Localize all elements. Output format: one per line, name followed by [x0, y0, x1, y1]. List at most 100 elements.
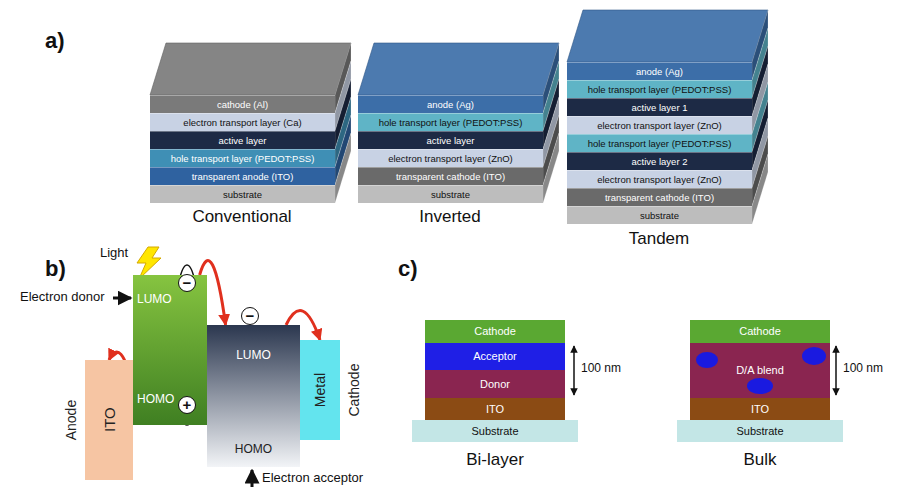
layer-band: anode (Ag)	[567, 62, 752, 80]
layer-band: active layer	[150, 131, 335, 149]
layer-band: transparent anode (ITO)	[150, 167, 335, 185]
node-label: hole transport layer (PEDOT:PSS)	[588, 85, 732, 96]
slab-top-face	[567, 10, 768, 62]
node-label: cathode (Al)	[217, 100, 268, 111]
slab-side-face	[543, 133, 559, 203]
light-label: Light	[100, 246, 128, 261]
node-label: anode (Ag)	[636, 67, 683, 78]
node-label: hole transport layer (PEDOT:PSS)	[588, 139, 732, 150]
layer-band: active layer	[358, 131, 543, 149]
node-label: active layer	[218, 136, 266, 147]
node-label: D/A blend	[736, 364, 784, 377]
slab-side-face	[335, 133, 351, 203]
node-label: active layer 2	[632, 157, 688, 168]
charge-symbol: −	[241, 307, 259, 325]
node-label: hole transport layer (PEDOT:PSS)	[171, 154, 315, 165]
node-label: HOMO	[235, 443, 272, 457]
acceptor-level-box: LUMO HOMO	[207, 325, 300, 467]
layer-band: active layer 2	[567, 152, 752, 170]
node-label: electron transport layer (ZnO)	[597, 175, 722, 186]
layer-band: electron transport layer (ZnO)	[358, 149, 543, 167]
node-label: electron transport layer (Ca)	[183, 118, 301, 129]
acceptor-domain	[696, 352, 718, 368]
node-label: LUMO	[137, 293, 172, 307]
node-label: HOMO	[137, 393, 174, 407]
node-label: LUMO	[236, 349, 271, 363]
pointer-arrow	[113, 297, 131, 300]
dimension-label: 100 nm	[843, 362, 883, 376]
node-label: substrate	[640, 211, 679, 222]
layer-band: transparent cathode (ITO)	[358, 167, 543, 185]
node-label: transparent cathode (ITO)	[396, 172, 505, 183]
layer-band: hole transport layer (PEDOT:PSS)	[150, 149, 335, 167]
node-label: substrate	[431, 190, 470, 201]
rotated-label: Metal	[312, 373, 328, 407]
charge-symbol: −	[178, 274, 196, 292]
rotated-label: Anode	[63, 400, 79, 440]
device-layer: Cathode	[690, 320, 830, 343]
node-label: Acceptor	[473, 350, 516, 363]
donor-level-box: LUMO HOMO	[133, 275, 207, 425]
node-label: anode (Ag)	[427, 100, 474, 111]
layer-band: substrate	[150, 185, 335, 203]
layer-band: anode (Ag)	[358, 95, 543, 113]
node-label: ITO	[751, 403, 769, 416]
thickness-arrow	[573, 346, 575, 395]
layer-band: active layer 1	[567, 98, 752, 116]
node-label: Donor	[480, 378, 510, 391]
node-label: Cathode	[474, 325, 516, 338]
device-layer: ITO	[425, 398, 565, 420]
layer-band: electron transport layer (ZnO)	[567, 116, 752, 134]
layer-band: hole transport layer (PEDOT:PSS)	[358, 113, 543, 131]
stack-caption: Inverted	[419, 207, 480, 227]
device-layer: Acceptor	[425, 343, 565, 370]
panel-letter: c)	[398, 256, 418, 281]
device-layer: ITO	[690, 398, 830, 420]
layer-band: hole transport layer (PEDOT:PSS)	[567, 80, 752, 98]
stack-caption: Conventional	[192, 207, 291, 227]
layer-band: electron transport layer (Ca)	[150, 113, 335, 131]
pointer-arrow	[251, 470, 254, 487]
node-label: active layer	[426, 136, 474, 147]
panel-letter: a)	[45, 28, 65, 53]
dimension-label: 100 nm	[581, 362, 621, 376]
node-label: active layer 1	[632, 103, 688, 114]
device-layer: Cathode	[425, 320, 565, 343]
layer-band: hole transport layer (PEDOT:PSS)	[567, 134, 752, 152]
layer-band: transparent cathode (ITO)	[567, 188, 752, 206]
stack-caption: Bi-layer	[466, 450, 524, 470]
device-layer: Donor	[425, 370, 565, 398]
thickness-arrow	[835, 346, 837, 395]
material-label: Electron acceptor	[262, 471, 363, 486]
slab-top-face	[358, 43, 559, 95]
layer-band: electron transport layer (ZnO)	[567, 170, 752, 188]
layer-band: cathode (Al)	[150, 95, 335, 113]
node-label: electron transport layer (ZnO)	[388, 154, 513, 165]
material-label: Electron donor	[20, 290, 105, 305]
device-layer: D/A blend	[690, 343, 830, 398]
node-label: hole transport layer (PEDOT:PSS)	[379, 118, 523, 129]
node-label: Substrate	[736, 425, 783, 438]
slab-top-face	[150, 43, 351, 95]
charge-symbol: +	[178, 396, 196, 414]
acceptor-domain	[802, 347, 826, 365]
node-label: substrate	[223, 190, 262, 201]
device-layer: Substrate	[412, 420, 578, 442]
stack-caption: Bulk	[743, 450, 776, 470]
layer-band: substrate	[358, 185, 543, 203]
node-label: electron transport layer (ZnO)	[597, 121, 722, 132]
rotated-label: ITO	[100, 408, 117, 433]
layer-band: substrate	[567, 206, 752, 224]
node-label: transparent anode (ITO)	[192, 172, 294, 183]
stack-caption: Tandem	[629, 229, 689, 249]
acceptor-domain	[747, 378, 773, 394]
device-layer: Substrate	[677, 420, 843, 442]
slab-side-face	[752, 154, 768, 224]
node-label: Cathode	[739, 325, 781, 338]
electrode-box: MetalCathode	[300, 340, 340, 440]
node-label: transparent cathode (ITO)	[605, 193, 714, 204]
electrode-box: ITOAnode	[85, 360, 133, 480]
panel-letter: b)	[45, 256, 66, 281]
rotated-label: Cathode	[346, 364, 362, 417]
